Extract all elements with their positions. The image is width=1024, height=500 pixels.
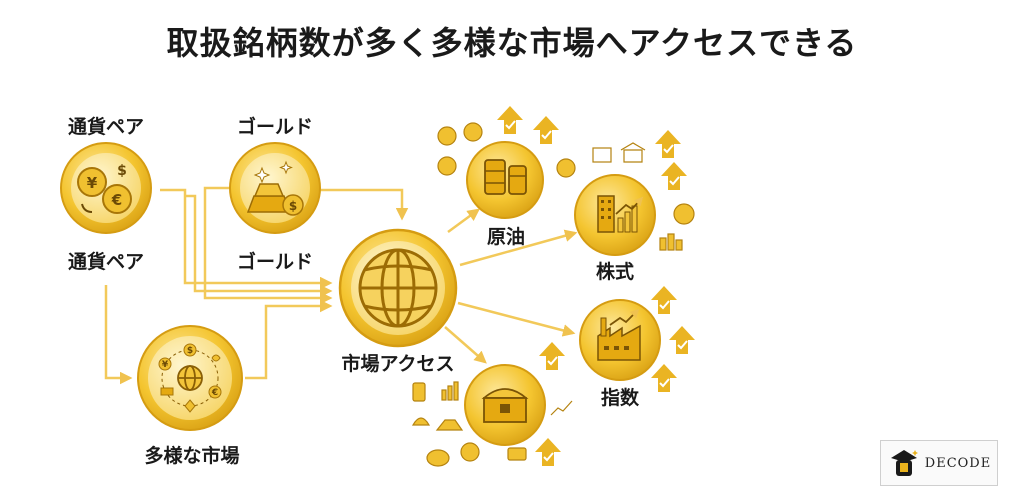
gold-label-top: ゴールド xyxy=(237,115,313,138)
market-orbit-icons: $ ¥ € xyxy=(158,343,222,413)
small-asset-icons xyxy=(411,381,573,467)
dollar-coin-icon: $ xyxy=(282,194,304,216)
sparkle-icon xyxy=(279,160,293,175)
factory-chart-icon xyxy=(597,308,641,361)
globe-icon xyxy=(358,248,438,328)
connector-lines xyxy=(104,186,578,385)
building-chart-icon xyxy=(597,195,644,233)
connector-gold-down xyxy=(320,188,409,221)
up-arrow-check-icon xyxy=(650,285,678,315)
small-asset-icons xyxy=(592,142,695,251)
yen-coin-icon: ¥ xyxy=(77,167,107,197)
small-asset-icons xyxy=(437,122,576,178)
treasure-chest-icon xyxy=(481,388,529,423)
diverse-markets-node: $ ¥ € 多様な市場 xyxy=(137,325,243,467)
market-access-label: 市場アクセス xyxy=(341,352,454,375)
svg-text:¥: ¥ xyxy=(87,174,98,192)
crude-oil-label: 原油 xyxy=(487,226,525,248)
market-access-hub: 市場アクセス xyxy=(338,228,458,375)
indices-label: 指数 xyxy=(601,386,640,409)
connector-hub-to-indices xyxy=(457,301,576,337)
crude-oil-node: 原油 xyxy=(437,105,576,248)
connector-gold-to-hub xyxy=(203,186,333,305)
stocks-label: 株式 xyxy=(596,260,634,283)
svg-text:€: € xyxy=(111,191,122,209)
decode-logo: DECODE xyxy=(880,440,998,486)
indices-node: 指数 xyxy=(579,285,696,409)
decode-mascot-icon xyxy=(890,450,918,476)
gold-node: ゴールド $ ゴールド xyxy=(229,115,321,273)
dollar-sign-icon: $ xyxy=(117,163,127,179)
fx-label-top: 通貨ペア xyxy=(68,115,144,138)
svg-text:$: $ xyxy=(289,199,297,213)
up-arrow-check-icon xyxy=(534,437,562,467)
up-arrow-check-icon xyxy=(650,363,678,393)
decode-logo-text: DECODE xyxy=(924,455,992,471)
connector-fx-to-hub-2 xyxy=(185,194,333,298)
assets-treasure-node xyxy=(411,341,573,467)
euro-coin-icon: € xyxy=(102,184,132,214)
svg-text:$: $ xyxy=(187,346,193,356)
gold-label-bottom: ゴールド xyxy=(237,250,313,273)
oil-barrel-icon xyxy=(484,159,527,195)
up-arrow-check-icon xyxy=(660,161,688,191)
up-arrow-check-icon xyxy=(538,341,566,371)
sparkle-icon xyxy=(253,166,271,184)
connector-diverse-to-hub xyxy=(245,299,333,380)
stocks-node: 株式 xyxy=(574,129,695,283)
fx-node: 通貨ペア ¥ € $ 通貨ペア xyxy=(60,115,152,273)
connector-hub-to-treasure xyxy=(444,326,487,364)
page-title: 取扱銘柄数が多く多様な市場へアクセスできる xyxy=(166,24,858,62)
up-arrow-check-icon xyxy=(532,115,560,145)
gold-bar-icon xyxy=(246,183,292,213)
diverse-markets-label: 多様な市場 xyxy=(144,444,239,467)
connector-fx-to-diverse xyxy=(104,285,133,385)
globe-icon xyxy=(177,365,203,391)
connector-hub-to-oil xyxy=(447,208,481,234)
svg-text:€: € xyxy=(211,388,218,398)
fx-label-bottom: 通貨ペア xyxy=(68,250,144,273)
svg-text:¥: ¥ xyxy=(162,360,169,370)
up-arrow-check-icon xyxy=(668,325,696,355)
connector-hub-to-stocks xyxy=(459,229,578,267)
exchange-arrow-icon xyxy=(81,203,93,213)
up-arrow-check-icon xyxy=(496,105,524,135)
connector-fx-to-hub xyxy=(160,188,333,290)
up-arrow-check-icon xyxy=(654,129,682,159)
